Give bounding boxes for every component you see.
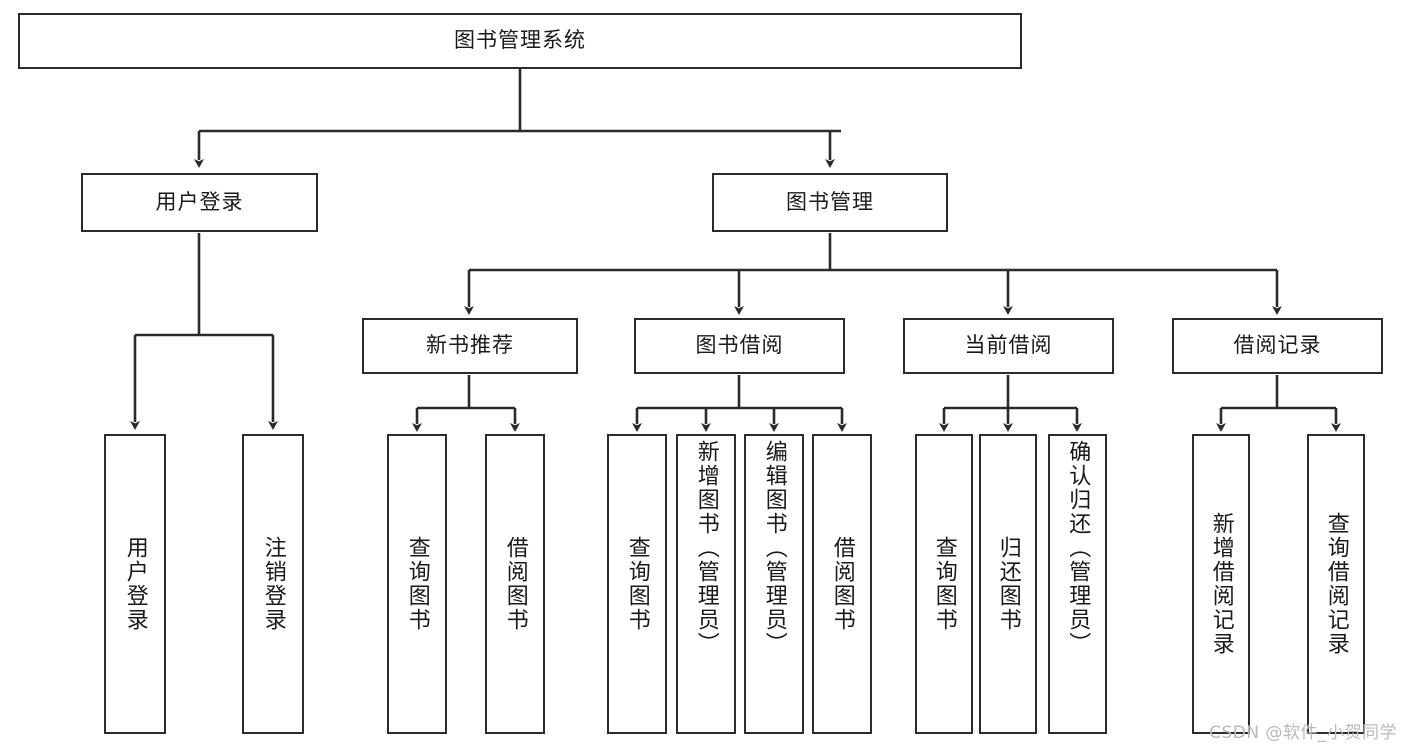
node-new-book-recommend[interactable]: 新书推荐 (362, 318, 578, 374)
node-label: 用户登录 (155, 189, 244, 214)
node-label: 新增借阅记录 (1208, 512, 1234, 656)
node-label: 注销登录 (260, 536, 286, 632)
node-borrow-record[interactable]: 借阅记录 (1172, 318, 1383, 374)
node-current-borrow[interactable]: 当前借阅 (903, 318, 1114, 374)
node-book-manage[interactable]: 图书管理 (712, 173, 948, 232)
leaf-query-borrow-record[interactable]: 查询借阅记录 (1307, 434, 1365, 734)
leaf-user-login[interactable]: 用户登录 (104, 434, 166, 734)
leaf-add-book[interactable]: 新增图书（管理员） (676, 434, 736, 734)
node-label: 新增图书（管理员） (693, 440, 719, 656)
node-label: 确认归还（管理员） (1065, 440, 1091, 656)
node-user-login[interactable]: 用户登录 (81, 173, 318, 232)
leaf-add-borrow-record[interactable]: 新增借阅记录 (1192, 434, 1250, 734)
node-label: 查询图书 (624, 536, 650, 632)
leaf-logout-login[interactable]: 注销登录 (242, 434, 304, 734)
node-label: 借阅图书 (502, 536, 528, 632)
node-label: 新书推荐 (426, 333, 514, 358)
node-label: 编辑图书（管理员） (761, 440, 787, 656)
leaf-borrow-book-1[interactable]: 借阅图书 (485, 434, 545, 734)
node-label: 当前借阅 (964, 333, 1053, 358)
node-label: 图书管理 (786, 189, 874, 214)
leaf-query-book-1[interactable]: 查询图书 (387, 434, 447, 734)
leaf-query-book-2[interactable]: 查询图书 (607, 434, 667, 734)
leaf-borrow-book-2[interactable]: 借阅图书 (812, 434, 872, 734)
leaf-confirm-return[interactable]: 确认归还（管理员） (1048, 434, 1107, 734)
node-label: 查询借阅记录 (1323, 512, 1349, 656)
node-label: 查询图书 (931, 536, 957, 632)
node-root-book-management-system[interactable]: 图书管理系统 (18, 13, 1022, 69)
node-label: 图书管理系统 (454, 28, 586, 53)
node-label: 用户登录 (122, 536, 148, 632)
node-label: 归还图书 (995, 536, 1021, 632)
node-label: 查询图书 (404, 536, 430, 632)
node-label: 借阅记录 (1233, 333, 1322, 358)
node-label: 借阅图书 (829, 536, 855, 632)
node-book-borrow[interactable]: 图书借阅 (634, 318, 845, 374)
csdn-watermark: CSDN @软件_小贺同学 (1209, 723, 1397, 743)
node-label: 图书借阅 (695, 333, 784, 358)
leaf-return-book[interactable]: 归还图书 (979, 434, 1037, 734)
leaf-edit-book[interactable]: 编辑图书（管理员） (744, 434, 804, 734)
leaf-query-book-3[interactable]: 查询图书 (915, 434, 973, 734)
